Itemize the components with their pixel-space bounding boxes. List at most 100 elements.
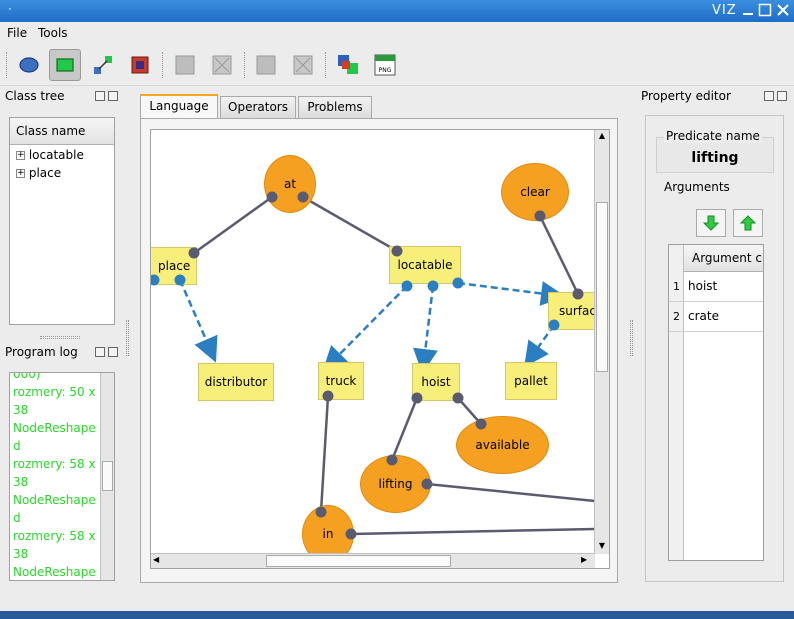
log-line: NodeReshape — [13, 493, 96, 507]
tree-item-locatable[interactable]: + locatable — [16, 148, 84, 162]
program-log-dock-buttons — [95, 347, 118, 357]
close-icon[interactable] — [776, 3, 790, 17]
menu-tools[interactable]: Tools — [38, 26, 68, 40]
scroll-left-icon[interactable]: ◀ — [153, 555, 160, 564]
menu-file[interactable]: File — [7, 26, 28, 40]
tree-item-label: locatable — [28, 148, 84, 162]
remove-icon — [293, 55, 313, 75]
group-button[interactable] — [169, 49, 201, 81]
log-line: NodeReshape — [13, 421, 96, 435]
minimize-icon[interactable] — [741, 3, 755, 17]
rectangle-tool-button[interactable] — [49, 49, 81, 81]
ellipse-tool-button[interactable] — [13, 49, 45, 81]
left-splitter[interactable] — [126, 320, 129, 356]
argument-cell[interactable]: hoist — [688, 279, 718, 293]
export-png-icon: PNG — [374, 54, 396, 76]
close-icon[interactable] — [777, 91, 787, 101]
edge-tool-button[interactable] — [87, 49, 119, 81]
property-editor: Predicate name lifting Arguments Argumen… — [645, 115, 784, 582]
node-truck[interactable]: truck — [318, 362, 364, 400]
edge-truck-in — [319, 395, 330, 513]
toolbar-separator — [162, 52, 164, 78]
toolbar-separator — [325, 52, 327, 78]
log-line: d — [13, 439, 21, 453]
class-tree[interactable]: Class name + locatable + place — [9, 117, 115, 325]
node-pallet[interactable]: pallet — [505, 362, 557, 400]
log-scrollbar[interactable] — [100, 373, 114, 580]
log-scroll-thumb[interactable] — [102, 461, 113, 491]
argument-class-header[interactable]: Argument cla — [684, 245, 763, 272]
row-header-column — [669, 245, 684, 560]
close-icon[interactable] — [108, 91, 118, 101]
expand-icon[interactable]: + — [16, 150, 25, 160]
right-splitter[interactable] — [630, 320, 633, 356]
node-locatable[interactable]: locatable — [389, 246, 461, 284]
log-line: 38 — [13, 403, 29, 417]
canvas-vscrollbar[interactable]: ▲ ▼ — [594, 130, 609, 554]
scroll-up-icon[interactable]: ▲ — [598, 131, 606, 140]
log-line: rozmery: 58 x — [13, 529, 96, 543]
arrow-down-icon — [702, 215, 720, 231]
color-button[interactable] — [332, 49, 364, 81]
canvas-hscrollbar[interactable]: ◀ ▶ — [151, 553, 595, 568]
program-log-title: Program log — [5, 345, 78, 359]
remove-button[interactable] — [287, 49, 319, 81]
class-tree-header[interactable]: Class name — [10, 118, 114, 145]
move-down-button[interactable] — [696, 209, 726, 237]
predicate-box — [656, 137, 774, 173]
log-line: d — [13, 511, 21, 525]
log-line: 000) — [13, 372, 41, 381]
vertical-splitter[interactable] — [40, 336, 80, 339]
float-icon[interactable] — [95, 91, 105, 101]
node-clear[interactable]: clear — [501, 163, 569, 221]
scroll-right-icon[interactable]: ▶ — [581, 555, 588, 564]
diagram-canvas[interactable]: at clear place locatable surface distrib… — [150, 129, 610, 569]
table-row[interactable]: 1 hoist — [669, 272, 763, 302]
align-button[interactable] — [250, 49, 282, 81]
close-icon[interactable] — [108, 347, 118, 357]
delete-node-icon — [131, 56, 149, 74]
rectangle-icon — [56, 58, 74, 72]
edge-lifting-right — [426, 482, 595, 503]
table-row[interactable]: 2 crate — [669, 302, 763, 332]
move-up-button[interactable] — [733, 209, 763, 237]
node-available[interactable]: available — [456, 416, 549, 474]
property-editor-title: Property editor — [641, 89, 731, 103]
scroll-down-icon[interactable]: ▼ — [598, 541, 606, 550]
argument-cell[interactable]: crate — [688, 309, 719, 323]
class-tree-dock-buttons — [95, 91, 118, 101]
ungroup-icon — [212, 55, 232, 75]
ungroup-button[interactable] — [206, 49, 238, 81]
toolbar: PNG — [0, 44, 794, 86]
export-png-button[interactable]: PNG — [369, 49, 401, 81]
node-distributor[interactable]: distributor — [198, 363, 274, 401]
node-lifting[interactable]: lifting — [360, 455, 431, 513]
log-line: rozmery: 58 x — [13, 457, 96, 471]
expand-icon[interactable]: + — [16, 168, 25, 178]
predicate-name-value[interactable]: lifting — [691, 150, 739, 166]
tree-item-label: place — [28, 166, 62, 180]
tab-language[interactable]: Language — [140, 94, 218, 118]
tree-item-place[interactable]: + place — [16, 166, 61, 180]
menubar: File Tools — [0, 22, 794, 44]
float-icon[interactable] — [95, 347, 105, 357]
node-hoist[interactable]: hoist — [412, 363, 460, 401]
node-place[interactable]: place — [151, 247, 197, 285]
log-line: 38 — [13, 475, 29, 489]
node-at[interactable]: at — [264, 155, 316, 213]
color-palette-icon — [338, 55, 358, 74]
window-menu-dot[interactable]: · — [8, 2, 12, 16]
canvas-vscroll-thumb[interactable] — [596, 202, 608, 372]
ellipse-icon — [19, 57, 39, 73]
toolbar-grip — [6, 52, 8, 78]
float-icon[interactable] — [764, 91, 774, 101]
tab-problems[interactable]: Problems — [298, 96, 372, 118]
delete-node-button[interactable] — [124, 49, 156, 81]
tab-operators[interactable]: Operators — [220, 96, 296, 118]
canvas-hscroll-thumb[interactable] — [266, 555, 451, 567]
inherit-locatable-surface — [457, 281, 566, 306]
log-line: rozmery: 50 x — [13, 385, 96, 399]
maximize-icon[interactable] — [758, 3, 772, 17]
arguments-table[interactable]: Argument cla 1 hoist 2 crate — [668, 244, 764, 561]
